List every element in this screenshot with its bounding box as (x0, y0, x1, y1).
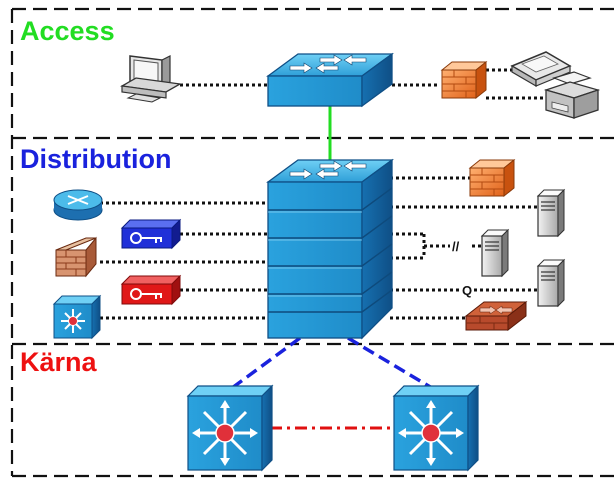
access-layer-label: Access (20, 16, 115, 46)
red-key-icon (120, 274, 182, 306)
access-switch-icon (266, 52, 394, 108)
layer-boundaries (10, 7, 614, 478)
scanner-icon (510, 51, 572, 88)
brick-firewall-icon (55, 236, 97, 278)
server-icon (536, 188, 566, 238)
core-link-right (347, 336, 433, 390)
core-uplinks (230, 336, 433, 390)
core-switch-icon (186, 384, 274, 472)
server-icon (480, 228, 510, 278)
router-firewall-icon (464, 300, 528, 332)
qos-link-marker: Q (462, 283, 472, 298)
core-switch-icon (392, 384, 480, 472)
distribution-layer-label: Distribution (20, 144, 172, 174)
workstation-icon (120, 55, 182, 103)
router-icon (53, 189, 103, 221)
stacked-distribution-switch-icon (266, 158, 394, 340)
server-icon (536, 258, 566, 308)
core-layer-label: Kärna (20, 347, 97, 377)
connections (100, 68, 552, 320)
parallel-link-marker: // (452, 239, 460, 254)
printer-icon (543, 71, 601, 119)
blue-key-icon (120, 218, 182, 250)
core-link-left (230, 336, 302, 390)
firewall-icon (468, 158, 516, 198)
layer3-switch-icon (52, 294, 102, 340)
firewall-icon (440, 60, 488, 100)
